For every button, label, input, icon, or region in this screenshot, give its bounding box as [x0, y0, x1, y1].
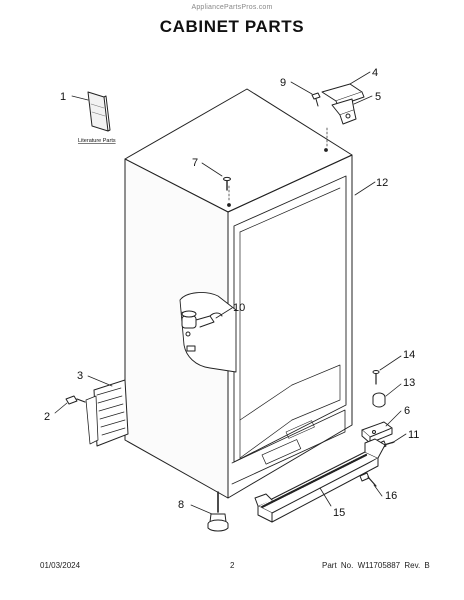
callout-16: 16 — [385, 490, 397, 502]
screw-7 — [223, 176, 231, 191]
callout-5: 5 — [375, 91, 381, 103]
site-watermark: AppliancePartsPros.com — [191, 4, 273, 11]
leader-lines — [54, 71, 407, 515]
page-title: CABINET PARTS — [159, 17, 305, 36]
callout-4: 4 — [372, 67, 378, 79]
callout-15: 15 — [333, 507, 345, 519]
callout-7: 7 — [192, 157, 198, 169]
cabinet-body — [124, 88, 353, 499]
callout-3: 3 — [77, 370, 83, 382]
callout-12: 12 — [376, 177, 388, 189]
roller-bracket — [361, 370, 395, 450]
callout-13: 13 — [403, 377, 415, 389]
callout-14: 14 — [403, 349, 415, 361]
callout-10: 10 — [233, 302, 245, 314]
footer-date: 01/03/2024 — [40, 561, 81, 570]
literature-label: Literature Parts — [78, 138, 116, 144]
callout-9: 9 — [280, 77, 286, 89]
leveling-leg — [207, 491, 229, 532]
bottom-grille — [254, 438, 386, 523]
callout-2: 2 — [44, 411, 50, 423]
rear-bracket — [65, 379, 129, 447]
footer-part-number: Part No. W11705887 Rev. B — [322, 561, 430, 570]
callout-11: 11 — [408, 429, 419, 441]
literature-booklet — [87, 91, 111, 132]
callout-8: 8 — [178, 499, 184, 511]
drain-fitting — [179, 292, 237, 373]
footer-page-number: 2 — [230, 561, 235, 570]
callout-1: 1 — [60, 91, 66, 103]
callout-6: 6 — [404, 405, 410, 417]
top-hinge — [311, 83, 365, 125]
